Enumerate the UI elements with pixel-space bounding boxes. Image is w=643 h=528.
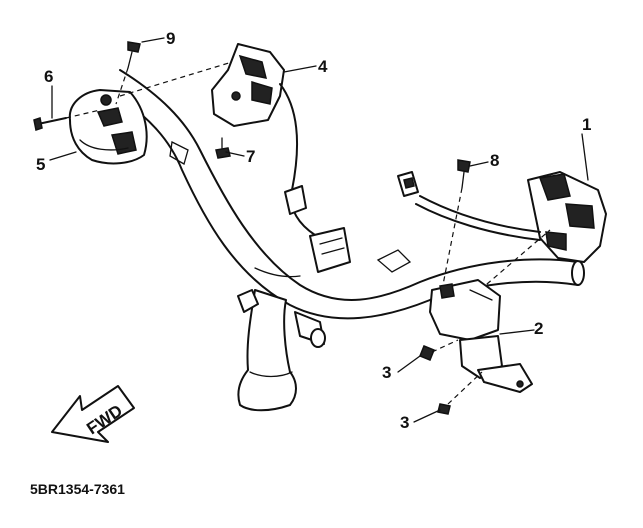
part-code: 5BR1354-7361 (30, 481, 125, 497)
screw-6 (33, 117, 67, 131)
screw-8 (457, 159, 471, 189)
callout-3-upper: 3 (382, 363, 391, 382)
callout-6: 6 (44, 67, 53, 86)
left-handlebar-switch (68, 89, 148, 165)
handlebar (111, 69, 585, 412)
screw-7 (215, 137, 231, 159)
callout-9: 9 (166, 29, 175, 48)
callout-5: 5 (36, 155, 45, 174)
callout-8: 8 (490, 151, 499, 170)
callout-7: 7 (246, 147, 255, 166)
screw-8-leader (439, 187, 463, 301)
callout-3-lower: 3 (400, 413, 409, 432)
right-handlebar-switch (527, 133, 607, 263)
screw-6-leader (65, 109, 101, 119)
callout-4: 4 (318, 57, 328, 76)
callout-2: 2 (534, 319, 543, 338)
callout-1: 1 (582, 115, 591, 134)
switch-to-bracket-leader (119, 61, 233, 97)
lever-to-switch-leader (479, 229, 551, 291)
forward-direction-arrow: FWD (51, 385, 135, 443)
switch-bracket-assembly (211, 43, 351, 273)
lever-holder (429, 279, 533, 393)
callout-leaders (49, 37, 535, 423)
screw-3-upper (419, 339, 459, 361)
screw-3-lower (437, 371, 483, 415)
screw-9-leader (115, 67, 129, 105)
screw-9 (127, 41, 141, 69)
switch-cable (397, 171, 541, 241)
